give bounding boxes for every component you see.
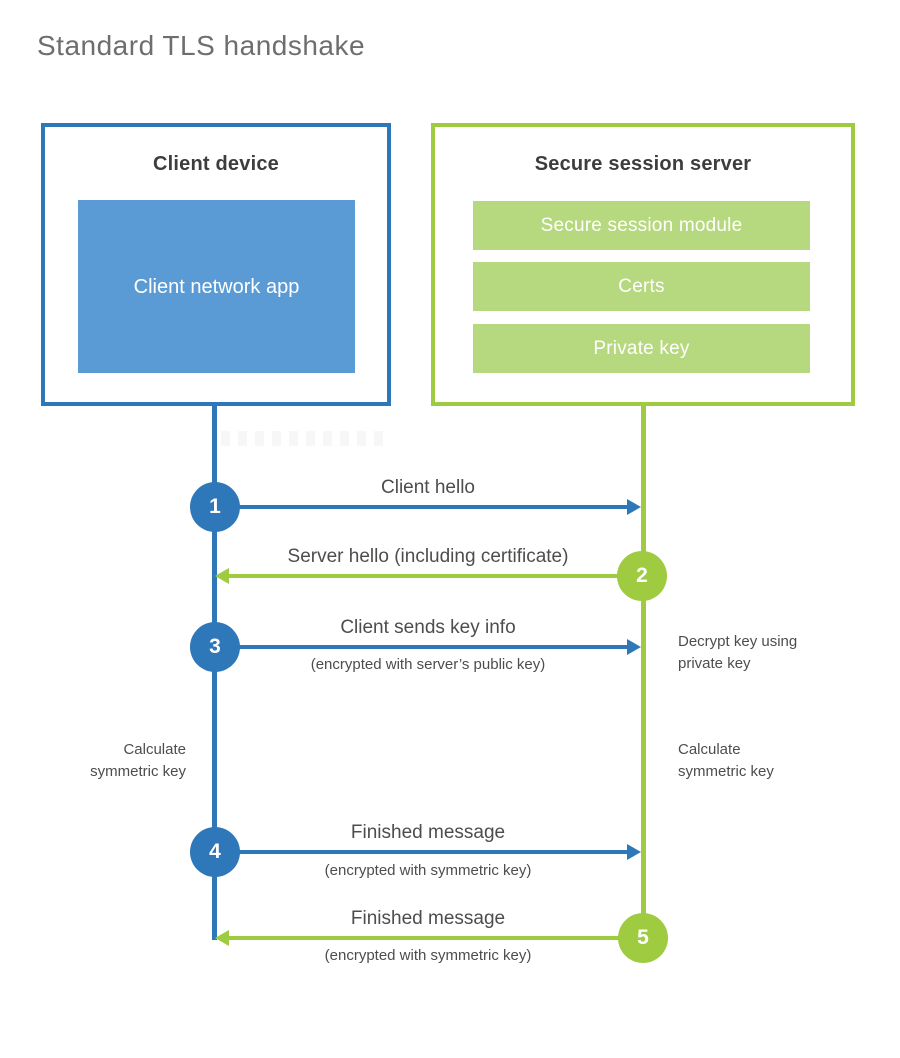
server-module-bar-private-key: Private key <box>473 324 810 373</box>
step-3-sublabel: (encrypted with server’s public key) <box>310 656 546 673</box>
client-lifeline <box>212 406 217 940</box>
step-4-arrowhead-icon <box>627 844 641 860</box>
step-4-sublabel: (encrypted with symmetric key) <box>324 862 532 879</box>
note-calculate-symmetric-key-server: Calculate symmetric key <box>678 741 774 780</box>
secure-session-server-header: Secure session server <box>534 153 752 175</box>
step-3-circle: 3 <box>190 622 240 672</box>
client-network-app-box: Client network app <box>78 200 355 373</box>
step-1-label: Client hello <box>381 477 475 498</box>
step-2-arrow <box>229 574 642 578</box>
server-module-label: Certs <box>618 275 665 297</box>
client-network-app-label: Client network app <box>133 275 300 298</box>
step-1-circle: 1 <box>190 482 240 532</box>
step-5-circle: 5 <box>618 913 668 963</box>
note-decrypt-key: Decrypt key using private key <box>678 633 798 672</box>
step-1-arrow <box>215 505 629 509</box>
step-3-arrow <box>215 645 629 649</box>
step-4-label: Finished message <box>350 822 506 843</box>
step-3-arrowhead-icon <box>627 639 641 655</box>
step-1-arrowhead-icon <box>627 499 641 515</box>
step-3-label: Client sends key info <box>340 617 516 638</box>
faint-dash-artifact <box>221 431 384 446</box>
step-4-arrow <box>215 850 629 854</box>
server-lifeline <box>641 406 646 938</box>
diagram-title: Standard TLS handshake <box>37 30 366 61</box>
server-module-label: Secure session module <box>540 214 743 236</box>
client-device-header: Client device <box>153 153 279 175</box>
step-5-arrowhead-icon <box>215 930 229 946</box>
note-calculate-symmetric-key-client: Calculate symmetric key <box>90 741 186 780</box>
step-5-label: Finished message <box>350 908 506 929</box>
server-module-bar-secure-session-module: Secure session module <box>473 201 810 250</box>
step-5-sublabel: (encrypted with symmetric key) <box>324 947 532 964</box>
step-5-arrow <box>229 936 643 940</box>
step-2-arrowhead-icon <box>215 568 229 584</box>
step-4-circle: 4 <box>190 827 240 877</box>
server-module-bar-certs: Certs <box>473 262 810 311</box>
step-2-circle: 2 <box>617 551 667 601</box>
server-module-label: Private key <box>593 337 690 359</box>
step-2-label: Server hello (including certificate) <box>287 546 569 567</box>
